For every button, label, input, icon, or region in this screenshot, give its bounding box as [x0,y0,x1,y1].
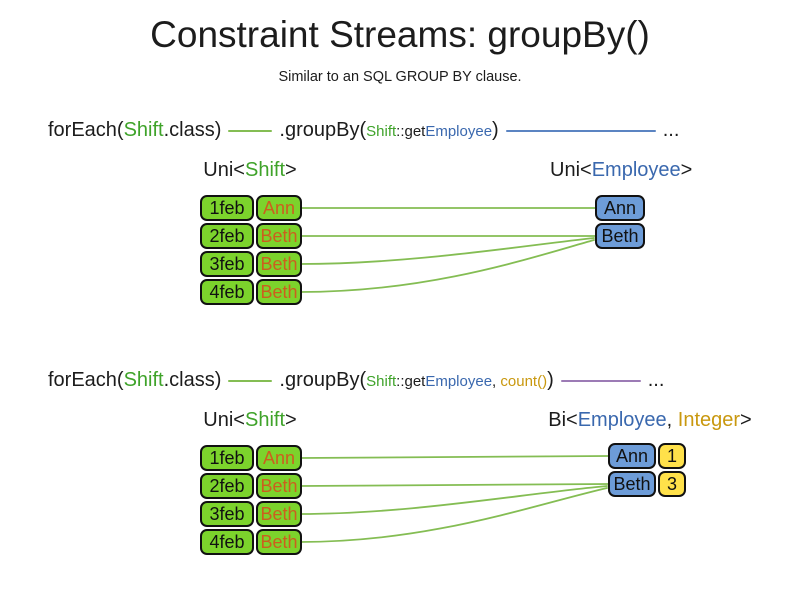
group-box-ann: Ann [608,443,656,469]
code-arg-collector: count() [500,373,548,390]
label-type: Shift [244,159,286,181]
code-foreach-close: .class) [163,369,222,391]
count-box-beth: 3 [658,471,686,497]
shift-date-cell: 3feb [200,251,254,277]
shift-date-cell: 2feb [200,223,254,249]
code-groupby-open: .groupBy( [279,369,367,391]
connector-blue-line [505,129,656,132]
group-box-ann: Ann [595,195,645,221]
label-uni-employee: Uni<Employee> [550,157,693,183]
code-arg-accessor: ::get [396,373,426,390]
code-ellipsis: ... [662,119,680,141]
code-foreach-open: forEach( [48,369,124,391]
wire-d2-row4-to-beth [299,487,608,543]
code-groupby-open: .groupBy( [279,119,367,141]
code-arg-type: Employee [425,373,493,390]
connector-green-line [228,379,273,382]
shift-date-cell: 1feb [200,445,254,471]
code-line-groupby-count: forEach(Shift.class).groupBy(Shift::getE… [48,367,664,395]
label-close: > [740,409,752,431]
shift-employee-cell: Beth [256,501,302,527]
count-box-ann: 1 [658,443,686,469]
shift-employee-cell: Ann [256,195,302,221]
code-groupby-close: ) [547,369,554,391]
label-open: Uni< [203,159,245,181]
shift-employee-cell: Beth [256,473,302,499]
connector-green-line [228,129,273,132]
label-type2: Integer [677,409,741,431]
code-arg-class: Shift [366,123,397,140]
label-uni-shift-2: Uni<Shift> [200,407,300,433]
code-arg-class: Shift [366,373,397,390]
shift-row: 1feb Ann [200,195,302,221]
shift-date-cell: 4feb [200,279,254,305]
code-arg-type: Employee [425,123,493,140]
shift-date-cell: 2feb [200,473,254,499]
wire-d1-row4-to-beth [299,239,595,293]
label-open: Uni< [550,159,592,181]
label-open: Bi< [548,409,578,431]
shift-row: 4feb Beth [200,279,302,305]
shift-row: 1feb Ann [200,445,302,471]
shift-row: 4feb Beth [200,529,302,555]
wire-d2-row1-to-ann [299,455,609,459]
page-title: Constraint Streams: groupBy() [150,14,650,55]
label-open: Uni< [203,409,245,431]
page-subtitle: Similar to an SQL GROUP BY clause. [278,69,522,85]
code-arg-separator: , [492,373,501,390]
wire-d1-row3-to-beth [299,237,595,265]
shift-employee-cell: Beth [256,251,302,277]
shift-date-cell: 1feb [200,195,254,221]
shift-date-cell: 3feb [200,501,254,527]
code-groupby-close: ) [492,119,499,141]
shift-row: 2feb Beth [200,223,302,249]
shift-date-cell: 4feb [200,529,254,555]
code-foreach-close: .class) [163,119,222,141]
code-foreach-open: forEach( [48,119,124,141]
label-uni-shift-1: Uni<Shift> [200,157,300,183]
shift-row: 2feb Beth [200,473,302,499]
label-type: Employee [591,159,681,181]
wire-d2-row2-to-beth [299,483,609,487]
shift-employee-cell: Ann [256,445,302,471]
shift-row: 3feb Beth [200,251,302,277]
group-box-beth: Beth [595,223,645,249]
label-close: > [285,159,297,181]
label-bi-employee-integer: Bi<Employee, Integer> [545,407,755,433]
label-close: > [285,409,297,431]
wire-d2-row3-to-beth [299,485,608,515]
shift-row: 3feb Beth [200,501,302,527]
label-type: Shift [244,409,286,431]
code-foreach-class: Shift [123,369,164,391]
shift-employee-cell: Beth [256,279,302,305]
shift-employee-cell: Beth [256,223,302,249]
label-close: > [680,159,693,181]
code-arg-accessor: ::get [396,123,426,140]
code-ellipsis: ... [647,369,665,391]
shift-employee-cell: Beth [256,529,302,555]
label-type1: Employee [577,409,667,431]
code-line-groupby: forEach(Shift.class).groupBy(Shift::getE… [48,117,679,145]
group-box-beth: Beth [608,471,656,497]
connector-purple-line [560,379,641,382]
code-foreach-class: Shift [123,119,164,141]
label-separator: , [666,409,678,431]
